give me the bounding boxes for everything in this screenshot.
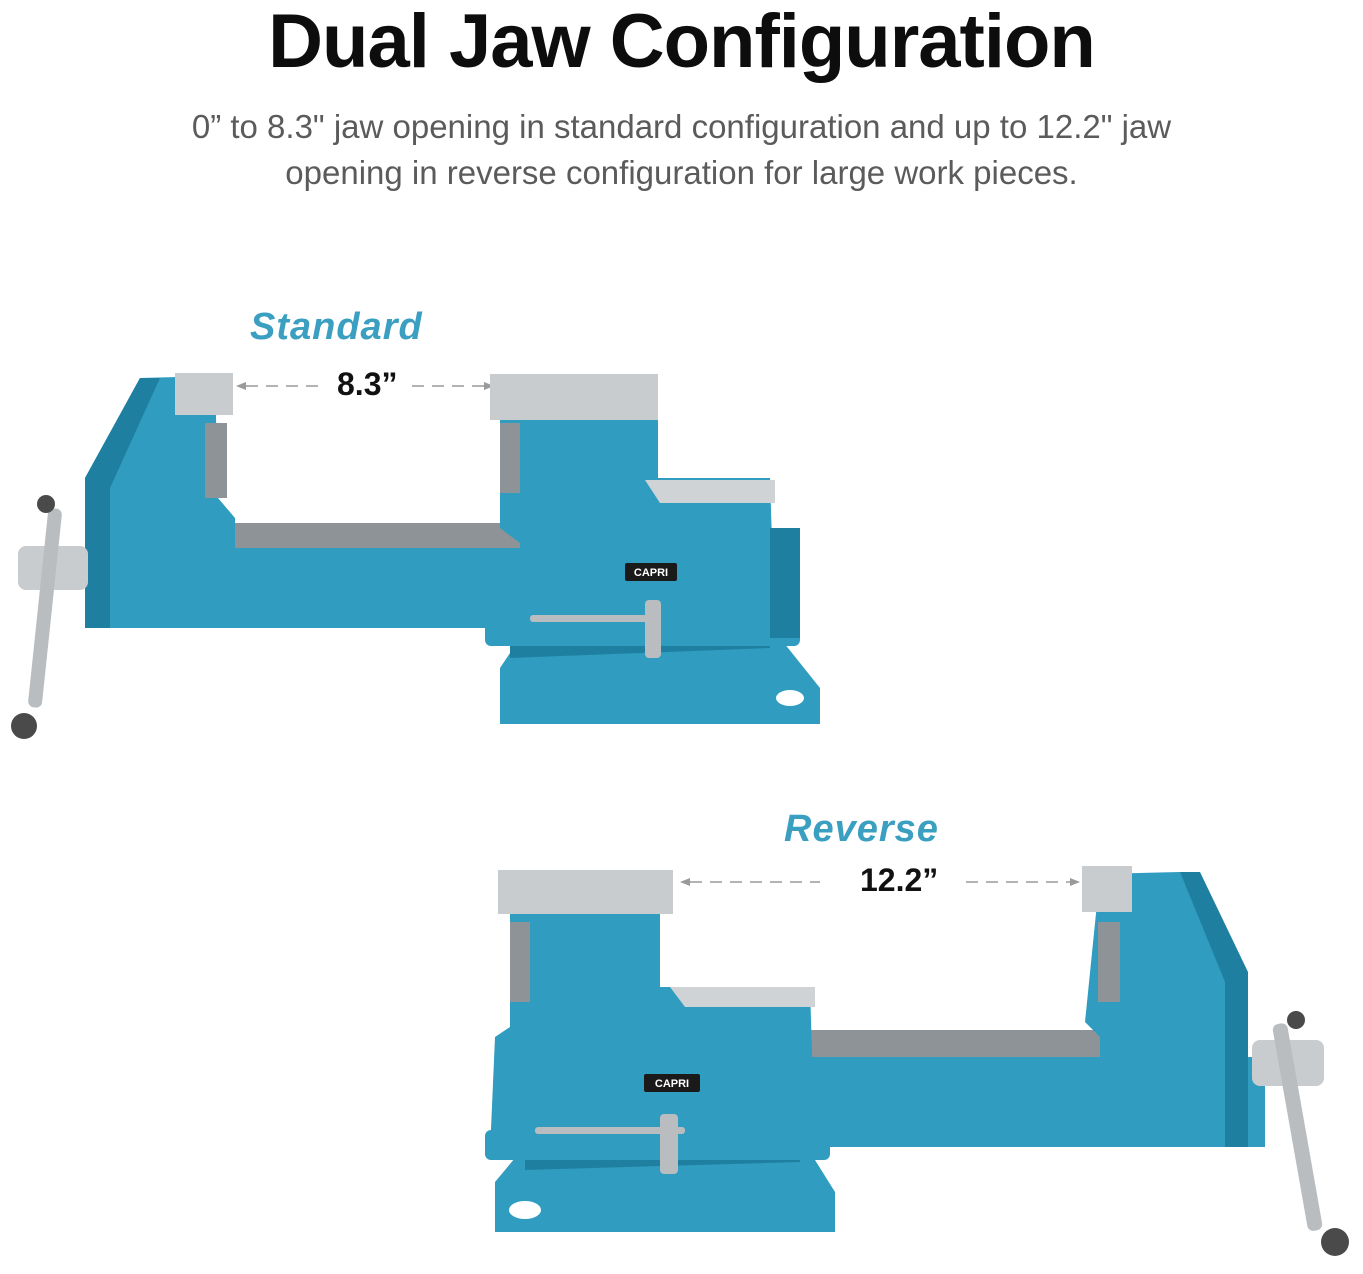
reverse-measurement: 12.2” [860, 862, 939, 898]
reverse-label: Reverse [784, 808, 939, 850]
standard-dimension-arrow [236, 382, 494, 390]
reverse-dimension-arrow [680, 878, 1080, 886]
page-subtitle: 0” to 8.3" jaw opening in standard confi… [191, 108, 1172, 191]
standard-vise-image: CAPRI [11, 373, 820, 739]
reverse-logo: CAPRI [655, 1078, 689, 1090]
standard-measurement: 8.3” [337, 366, 398, 402]
reverse-vise-image: CAPRI [485, 866, 1349, 1256]
page-title: Dual Jaw Configuration [268, 0, 1096, 84]
standard-label: Standard [250, 306, 423, 348]
standard-logo: CAPRI [634, 567, 668, 579]
